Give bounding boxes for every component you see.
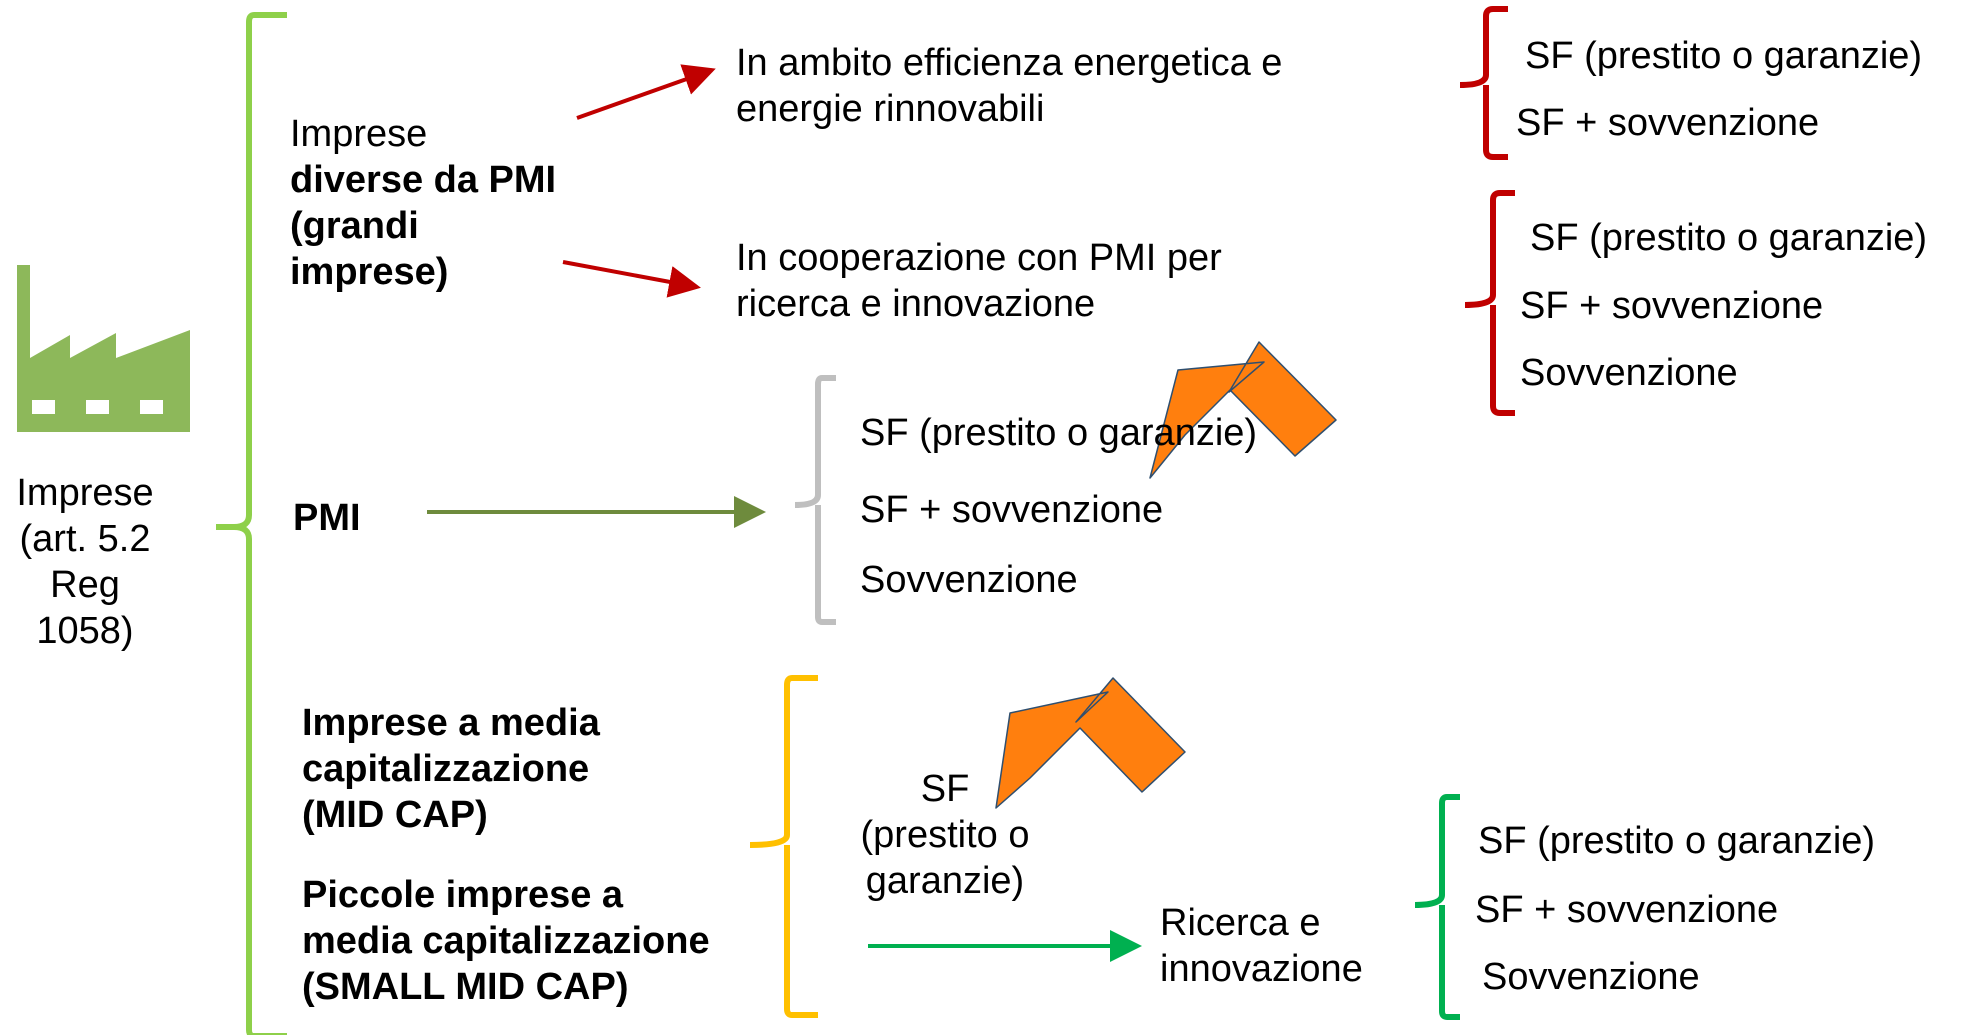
midcap-brace (749, 675, 818, 1018)
research-option: SF + sovvenzione (1475, 889, 1779, 931)
energy-label-line: In ambito efficienza energetica e (736, 42, 1283, 84)
midcap-label-line: capitalizzazione (302, 748, 590, 790)
arrow-to-cooperation (562, 260, 701, 298)
pmi-option: Sovvenzione (860, 559, 1078, 601)
cooperation-label-line: ricerca e innovazione (736, 283, 1096, 325)
cooperation-option: Sovvenzione (1520, 352, 1738, 394)
root-label-line: Imprese (16, 472, 154, 514)
factory-icon (17, 265, 190, 432)
root-label-line: 1058) (36, 610, 134, 652)
highlight-arrow-midcap (995, 677, 1186, 809)
large-enterprise-bold-line: diverse da PMI (290, 159, 557, 201)
pmi-option: SF (prestito o garanzie) (860, 412, 1258, 454)
midcap-sf-line: (prestito o (860, 814, 1030, 856)
midcap-label-line: (MID CAP) (302, 794, 488, 836)
research-option: Sovvenzione (1482, 956, 1700, 998)
cooperation-label-line: In cooperazione con PMI per (736, 237, 1222, 279)
small-midcap-label-line: (SMALL MID CAP) (302, 966, 629, 1008)
highlight-arrow-pmi (1149, 341, 1337, 479)
small-midcap-label-line: media capitalizzazione (302, 920, 710, 962)
research-options-brace (1414, 794, 1460, 1020)
large-enterprise-bold-line: (grandi (290, 205, 419, 247)
large-enterprise-plain: Imprese (290, 113, 428, 155)
root-label-line: (art. 5.2 (19, 518, 151, 560)
arrow-to-energy (576, 64, 716, 120)
cooperation-option: SF + sovvenzione (1520, 285, 1824, 327)
large-enterprise-bold-line: imprese) (290, 251, 449, 293)
energy-label-line: energie rinnovabili (736, 88, 1045, 130)
root-label-line: Reg (50, 564, 120, 606)
pmi-options-brace (794, 375, 836, 625)
energy-option: SF (prestito o garanzie) (1525, 35, 1923, 77)
energy-option: SF + sovvenzione (1516, 102, 1820, 144)
midcap-sf-line: SF (920, 768, 970, 810)
small-midcap-label-line: Piccole imprese a (302, 874, 624, 916)
pmi-label: PMI (293, 497, 361, 539)
cooperation-option: SF (prestito o garanzie) (1530, 217, 1928, 259)
midcap-sf-line: garanzie) (865, 860, 1025, 902)
midcap-label-line: Imprese a media (302, 702, 600, 744)
research-label-line: Ricerca e (1160, 902, 1321, 944)
main-brace (216, 12, 287, 1035)
research-label-line: innovazione (1160, 948, 1363, 990)
pmi-option: SF + sovvenzione (860, 489, 1164, 531)
research-option: SF (prestito o garanzie) (1478, 820, 1876, 862)
energy-options-brace (1459, 6, 1508, 160)
cooperation-options-brace (1464, 190, 1515, 416)
